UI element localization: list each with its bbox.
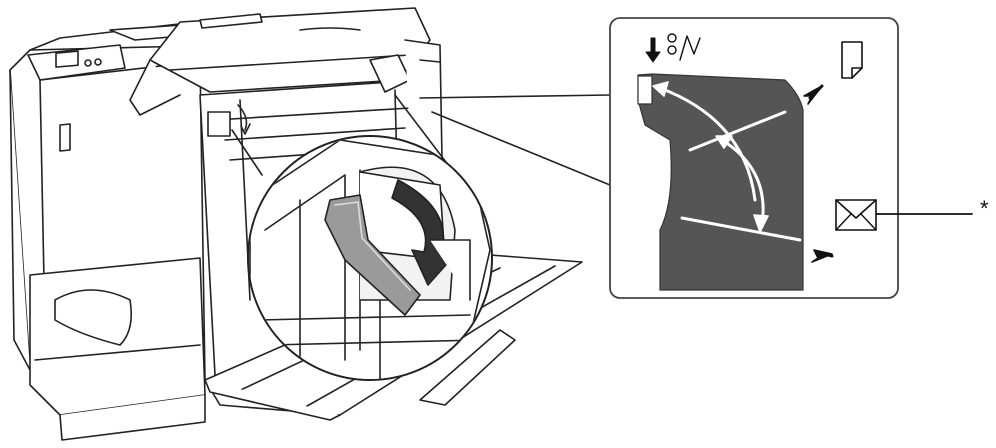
paper-sheet-icon	[841, 41, 863, 79]
lever-handle	[324, 194, 421, 316]
inset-leader	[419, 94, 611, 99]
magnified-lever-view	[247, 135, 493, 381]
top-cover	[129, 7, 431, 116]
down-arrow-icon	[645, 37, 661, 63]
callout-marker: *	[980, 196, 989, 221]
magnifier-leader	[394, 94, 453, 171]
inset-leader	[431, 111, 611, 186]
lever-plate	[637, 73, 804, 291]
fuser-latch-left	[207, 111, 231, 137]
rotation-arrow-large	[391, 179, 453, 286]
panel-button	[84, 59, 92, 67]
rotation-arrow-left	[237, 104, 248, 131]
magnifier-leader	[231, 129, 263, 176]
display-screen	[55, 50, 79, 68]
inset-panel	[609, 17, 899, 299]
envelope-icon	[835, 199, 877, 231]
panel-button	[94, 58, 102, 66]
drawer-handle	[54, 289, 133, 346]
separation-wave-icon	[667, 33, 701, 61]
